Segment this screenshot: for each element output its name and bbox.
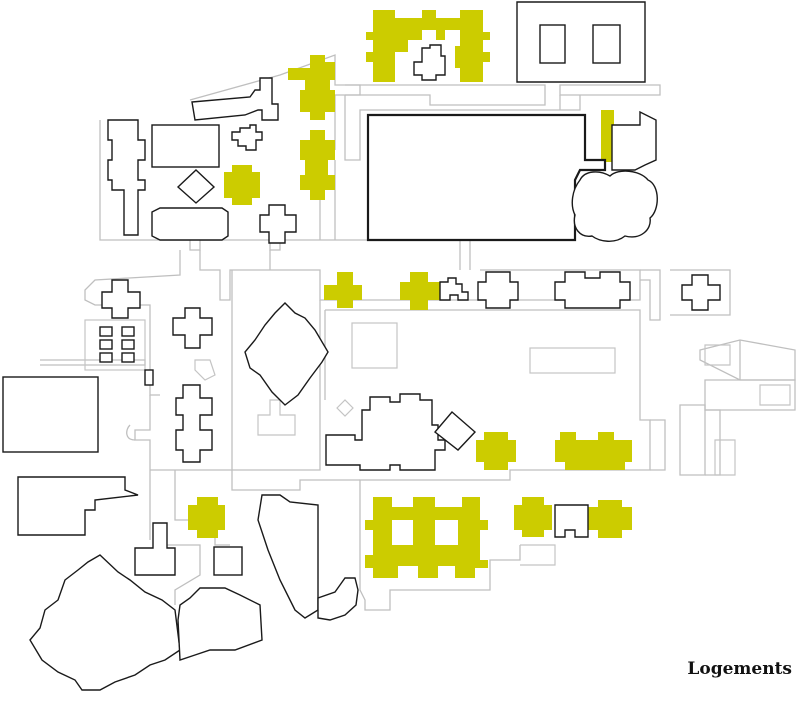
housing-buildings bbox=[188, 10, 632, 578]
housing-building-cross-2 bbox=[400, 272, 440, 310]
building-double-east bbox=[554, 271, 631, 309]
building-chapel bbox=[231, 124, 263, 151]
building-small-square-sw bbox=[213, 546, 243, 576]
building-northwest-square bbox=[151, 124, 220, 168]
building-cross-far-east bbox=[681, 274, 721, 311]
building-central-complex bbox=[325, 393, 446, 471]
building-small-square-east bbox=[554, 504, 589, 538]
building-cross-center-west bbox=[172, 307, 213, 349]
building-diamond-east bbox=[433, 411, 477, 451]
housing-building-cross-1 bbox=[324, 272, 362, 308]
building-long-south bbox=[151, 207, 229, 241]
legend-label: Logements bbox=[687, 659, 792, 679]
other-buildings bbox=[2, 1, 721, 691]
building-cross-north bbox=[259, 204, 297, 244]
housing-building-round-north bbox=[224, 165, 260, 205]
building-connector bbox=[439, 277, 469, 301]
housing-building-round-southeast-1 bbox=[514, 497, 552, 537]
building-south-arc bbox=[177, 587, 263, 661]
building-small-north bbox=[413, 44, 446, 81]
building-main-hall bbox=[366, 113, 607, 242]
building-south-crescent bbox=[317, 577, 359, 621]
housing-building-top-complex bbox=[366, 10, 490, 82]
building-southwest-polygon bbox=[29, 554, 181, 691]
building-northwest-long bbox=[191, 77, 279, 121]
housing-building-round-east bbox=[476, 432, 516, 470]
building-south-blade bbox=[257, 494, 319, 619]
housing-building-west-column bbox=[300, 130, 335, 200]
building-southwest-small bbox=[134, 522, 176, 576]
minor-structures bbox=[194, 322, 791, 566]
building-southwest-l bbox=[17, 476, 139, 536]
housing-building-round-southeast-2 bbox=[588, 500, 632, 538]
building-northeast-annex bbox=[611, 110, 657, 171]
building-northwest-wing bbox=[107, 119, 146, 236]
building-diamond-small bbox=[176, 169, 216, 204]
building-cloud bbox=[571, 170, 658, 242]
building-cross-east-1 bbox=[477, 271, 519, 309]
housing-building-south-complex bbox=[365, 497, 488, 578]
housing-building-north-column bbox=[288, 55, 335, 120]
housing-building-double-east bbox=[555, 432, 632, 470]
building-column-center-west bbox=[175, 384, 213, 463]
building-west-large bbox=[2, 376, 99, 453]
building-cross-west bbox=[101, 279, 141, 319]
building-northeast-block bbox=[516, 1, 646, 83]
building-diamond bbox=[244, 302, 329, 406]
housing-building-bar bbox=[601, 110, 614, 162]
housing-building-round-west bbox=[188, 497, 225, 538]
